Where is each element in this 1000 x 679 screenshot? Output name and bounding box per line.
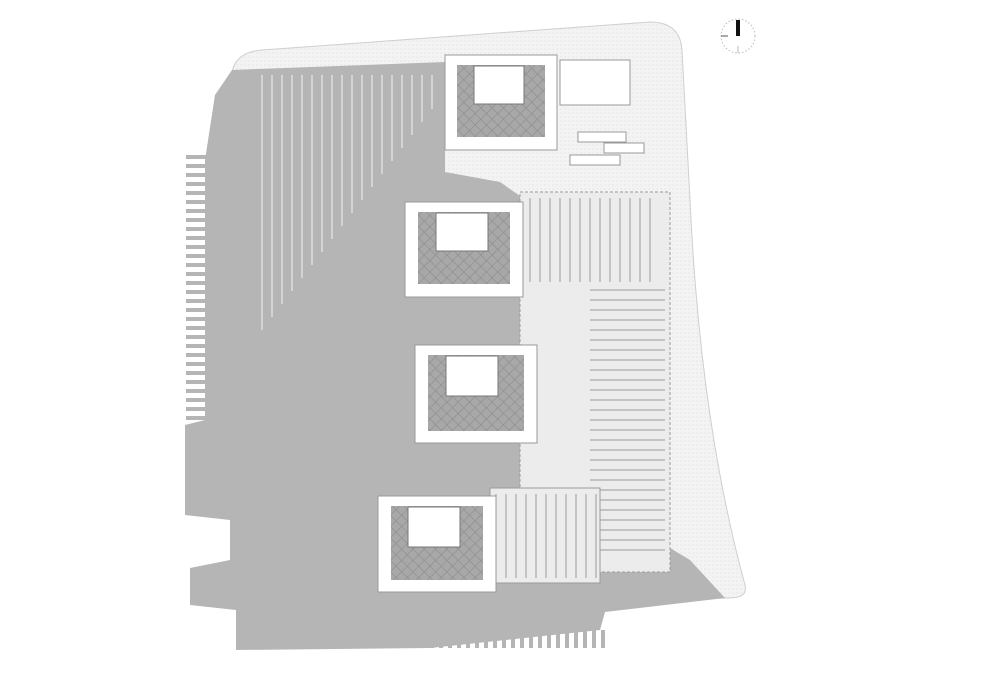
fin (186, 299, 206, 303)
fin (439, 630, 443, 648)
fin (186, 380, 206, 384)
building-1 (444, 54, 558, 151)
fin (186, 398, 206, 402)
fin (186, 200, 206, 204)
fin (547, 630, 551, 648)
fin (186, 263, 206, 267)
fin (529, 630, 533, 648)
fin (186, 155, 206, 159)
north-arrow-icon (720, 18, 756, 54)
fin (186, 326, 206, 330)
fin (186, 227, 206, 231)
fin (583, 630, 587, 648)
fin (601, 630, 605, 648)
left-fins (186, 155, 605, 648)
fin (475, 630, 479, 648)
fin (574, 630, 578, 648)
fin (186, 344, 206, 348)
fin (186, 407, 206, 411)
fin (592, 630, 596, 648)
building-2 (404, 201, 524, 298)
fin (511, 630, 515, 648)
fin (502, 630, 506, 648)
fin (538, 630, 542, 648)
northeast-annex (559, 59, 645, 166)
fin (186, 191, 206, 195)
fin (565, 630, 569, 648)
fin (556, 630, 560, 648)
building-3 (414, 344, 538, 444)
fin (484, 630, 488, 648)
fin (186, 281, 206, 285)
fin (186, 416, 206, 420)
fin (466, 630, 470, 648)
parking-block-south (489, 487, 601, 584)
fin (493, 630, 497, 648)
fin (186, 389, 206, 393)
fin (457, 630, 461, 648)
fin (186, 254, 206, 258)
fin (186, 371, 206, 375)
fin (186, 209, 206, 213)
fin (520, 630, 524, 648)
fin (186, 245, 206, 249)
fin (186, 353, 206, 357)
fin (448, 630, 452, 648)
fin (430, 630, 434, 648)
fin (186, 308, 206, 312)
fin (186, 173, 206, 177)
fin (186, 218, 206, 222)
parking-stripes-east (529, 198, 665, 551)
fin (186, 236, 206, 240)
fin (186, 335, 206, 339)
fin (186, 362, 206, 366)
fin (186, 272, 206, 276)
fin (186, 164, 206, 168)
fin (186, 182, 206, 186)
fin (186, 317, 206, 321)
fin (186, 290, 206, 294)
building-4 (377, 495, 497, 593)
parking-stripes-northwest (261, 75, 433, 330)
